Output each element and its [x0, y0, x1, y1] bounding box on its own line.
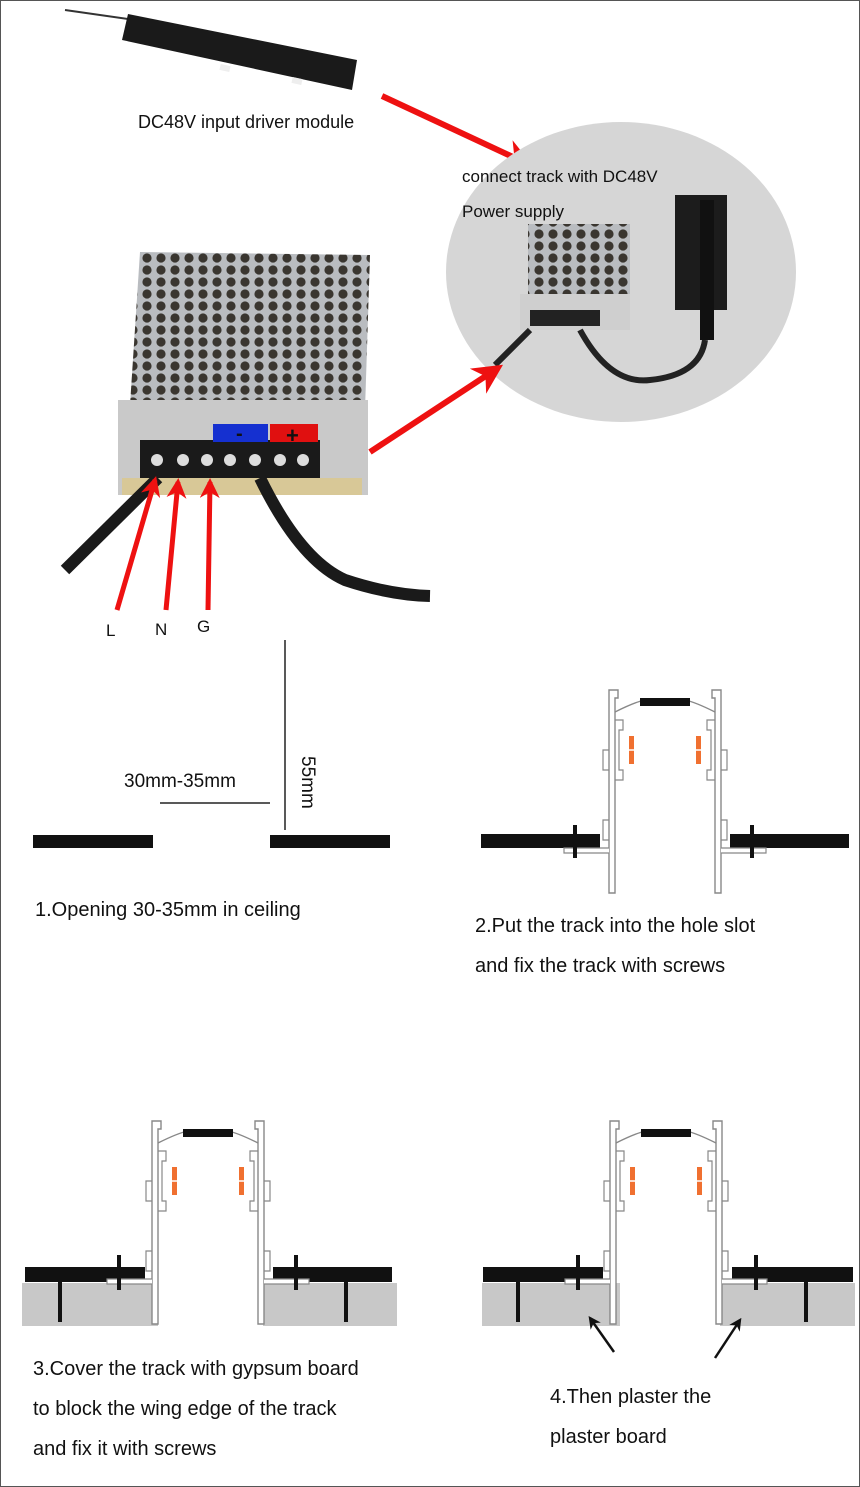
- driver-module: [64, 9, 357, 90]
- step3-caption-line1: 3.Cover the track with gypsum board: [33, 1358, 359, 1380]
- power-supply: - +: [60, 252, 431, 602]
- minus-label: -: [236, 423, 243, 445]
- track-end-piece: [675, 195, 727, 340]
- wire-label-L: L: [106, 621, 115, 640]
- arrow-live-wire: [114, 476, 161, 611]
- step4-diagram: [482, 1120, 855, 1359]
- ceiling-board-left: [33, 835, 153, 848]
- plaster-arrow-right: [713, 1317, 742, 1359]
- step2-caption-line2: and fix the track with screws: [475, 955, 725, 977]
- plus-label: +: [286, 423, 299, 448]
- terminal-minus-marker: [213, 424, 268, 442]
- driver-module-label: DC48V input driver module: [138, 112, 354, 132]
- gypsum-board-left: [22, 1283, 158, 1326]
- step2-caption-line1: 2.Put the track into the hole slot: [475, 915, 756, 937]
- step1-diagram: 30mm-35mm 55mm: [33, 640, 390, 848]
- step3-caption-line3: and fix it with screws: [33, 1438, 216, 1460]
- arrow-neutral-wire: [163, 478, 187, 611]
- arrow-psu-to-circle: [368, 364, 504, 455]
- track-profile: [563, 689, 767, 894]
- gypsum-board-right: [263, 1283, 397, 1326]
- terminal-plus-marker: [270, 424, 318, 442]
- ceiling-board-right: [270, 835, 390, 848]
- depth-label: 55mm: [297, 756, 318, 809]
- connect-label-line2: Power supply: [462, 202, 565, 221]
- step1-caption: 1.Opening 30-35mm in ceiling: [35, 899, 301, 921]
- connect-label-line1: connect track with DC48V: [462, 167, 658, 186]
- wire-label-G: G: [197, 617, 210, 636]
- wire-label-N: N: [155, 620, 167, 639]
- step2-diagram: [481, 689, 849, 894]
- width-label: 30mm-35mm: [124, 771, 236, 792]
- step4-caption-line1: 4.Then plaster the: [550, 1386, 711, 1408]
- arrow-driver-to-circle: [380, 93, 534, 168]
- step3-diagram: [22, 1120, 397, 1326]
- plaster-arrow-left: [588, 1315, 616, 1353]
- arrow-ground-wire: [199, 478, 220, 611]
- step4-caption-line2: plaster board: [550, 1426, 667, 1448]
- small-power-supply: [492, 224, 708, 384]
- step3-caption-line2: to block the wing edge of the track: [33, 1398, 338, 1420]
